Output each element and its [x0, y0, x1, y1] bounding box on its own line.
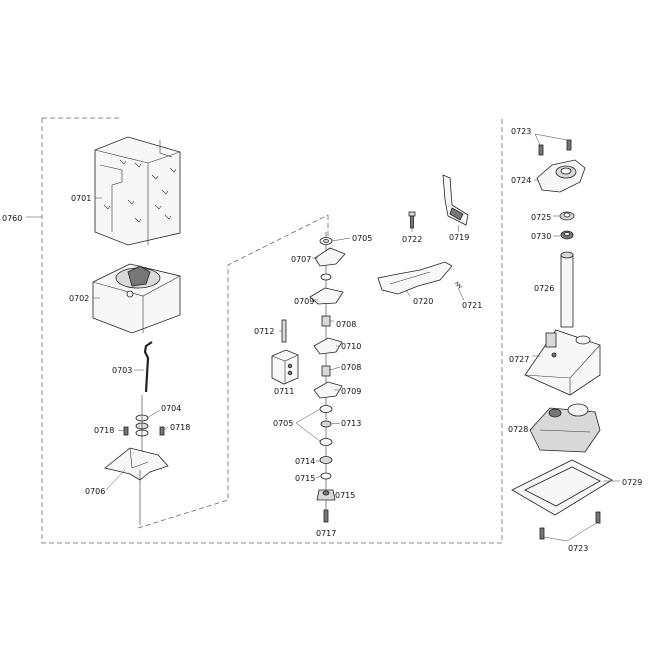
label-0712: 0712: [254, 327, 274, 336]
label-0717: 0717: [316, 529, 336, 538]
label-0729: 0729: [622, 478, 642, 487]
label-0718-right: 0718: [170, 423, 190, 432]
part-0724-flange: [536, 159, 586, 193]
label-0721: 0721: [462, 301, 482, 310]
label-0720: 0720: [413, 297, 433, 306]
label-0760: 0760: [2, 214, 22, 223]
part-0721-spring: [454, 281, 463, 289]
label-0708-lower: 0708: [341, 363, 361, 372]
label-0726: 0726: [534, 284, 554, 293]
label-0715-left: 0715: [295, 474, 315, 483]
part-0706-blade: [104, 447, 169, 525]
label-0728: 0728: [508, 425, 528, 434]
label-0705-lower: 0705: [273, 419, 293, 428]
part-0727-motor-top: [524, 329, 601, 396]
label-0724: 0724: [511, 176, 531, 185]
part-0730-bearing: [560, 230, 574, 240]
label-0702: 0702: [69, 294, 89, 303]
label-0703: 0703: [112, 366, 132, 375]
part-0712-pin: [281, 319, 287, 343]
part-0729-gasket: [511, 459, 613, 516]
label-0718-left: 0718: [94, 426, 114, 435]
part-0722-screw: [408, 211, 416, 229]
label-0707: 0707: [291, 255, 311, 264]
label-0730: 0730: [531, 232, 551, 241]
label-0713: 0713: [341, 419, 361, 428]
label-0727: 0727: [509, 355, 529, 364]
part-0701-cover: [94, 136, 181, 246]
part-0725-bearing: [559, 211, 575, 221]
label-0725: 0725: [531, 213, 551, 222]
leader-lines: [93, 133, 620, 542]
label-0711: 0711: [274, 387, 294, 396]
part-0720-lever: [377, 261, 453, 295]
callout-labels: 0760 0701 0702 0703 0704 0718 0718 0706 …: [2, 127, 642, 553]
label-0705-top: 0705: [352, 234, 372, 243]
label-0709-lower: 0709: [341, 387, 361, 396]
label-0709-top: 0709: [294, 297, 314, 306]
part-0703-rod: [143, 341, 153, 393]
label-0723-bottom: 0723: [568, 544, 588, 553]
label-0722: 0722: [402, 235, 422, 244]
label-0714: 0714: [295, 457, 315, 466]
assembly-boundary: [26, 117, 503, 544]
part-0711-block: [271, 349, 299, 385]
label-0708-top: 0708: [336, 320, 356, 329]
part-0702-housing: [92, 263, 181, 334]
part-0728-gearbox: [529, 403, 601, 453]
part-0726-shaft: [560, 251, 574, 328]
part-0723-bottom-screws: [539, 511, 601, 540]
part-0704-washers: [135, 395, 149, 455]
label-0723-top: 0723: [511, 127, 531, 136]
label-0701: 0701: [71, 194, 91, 203]
part-0723-top-screws: [538, 139, 572, 156]
part-center-stack: [309, 232, 346, 523]
part-0719-bracket: [442, 174, 469, 226]
label-0710: 0710: [341, 342, 361, 351]
label-0704: 0704: [161, 404, 181, 413]
label-0719: 0719: [449, 233, 469, 242]
label-0715-right: 0715: [335, 491, 355, 500]
label-0706: 0706: [85, 487, 105, 496]
